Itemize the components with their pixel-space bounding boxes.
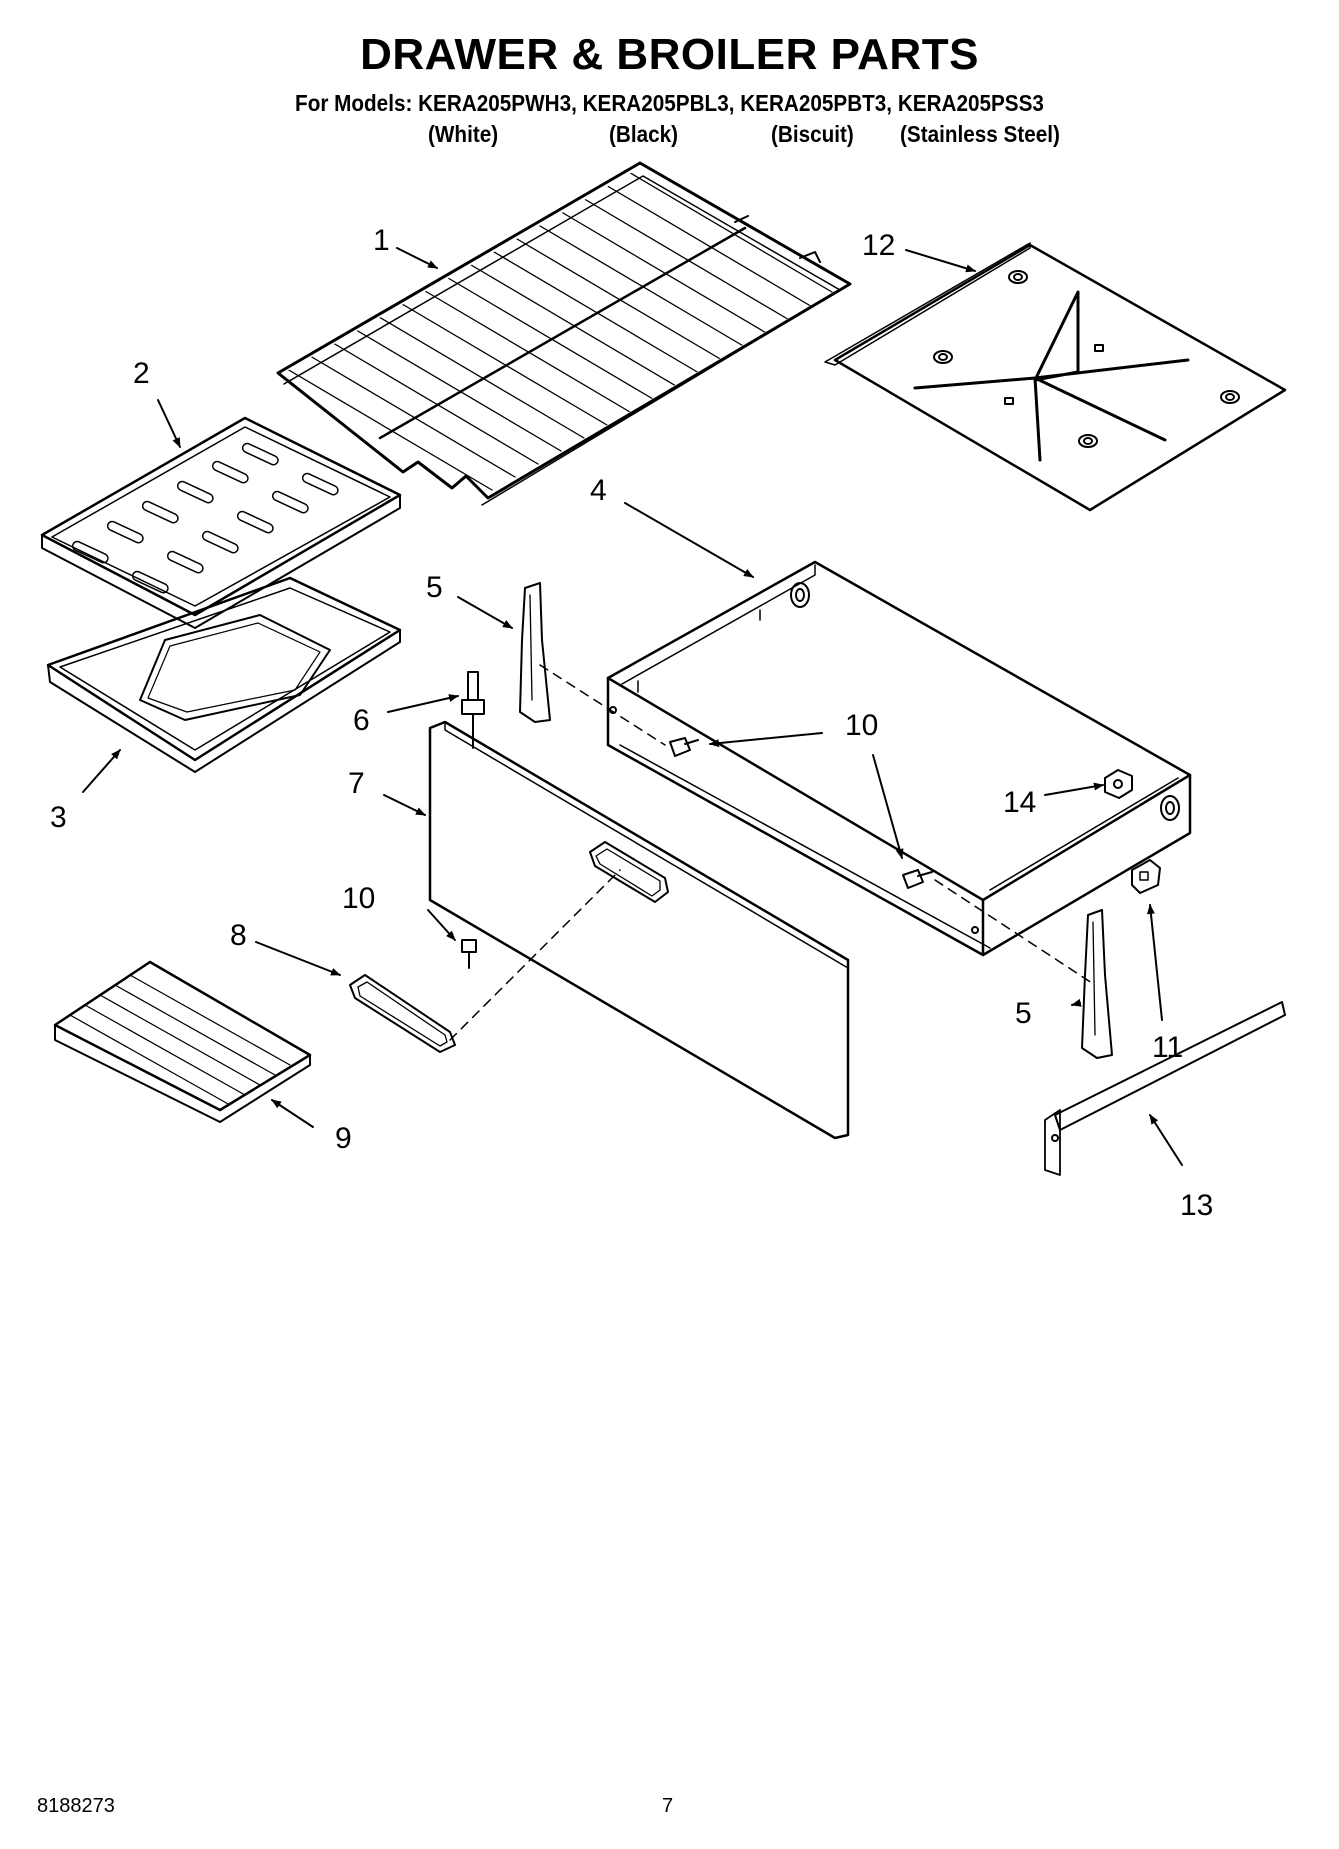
part-4-drawer-body <box>606 560 1192 957</box>
part-9-drawer-liner <box>53 960 312 1123</box>
callout-5a: 5 <box>426 571 443 604</box>
callout-9: 9 <box>335 1122 352 1155</box>
part-14-nut <box>1104 769 1133 799</box>
part-10-screw-b <box>902 869 933 889</box>
part-1-oven-rack <box>276 161 852 506</box>
callout-6: 6 <box>353 704 370 737</box>
callout-13: 13 <box>1180 1189 1213 1222</box>
part-6-stud <box>461 671 485 749</box>
variant-black: (Black) <box>609 121 679 147</box>
callout-10b: 10 <box>342 882 375 915</box>
callout-1: 1 <box>373 224 390 257</box>
page-number: 7 <box>662 1795 674 1817</box>
callout-10a: 10 <box>845 709 878 742</box>
variant-white: (White) <box>428 121 499 147</box>
part-13-side-rail <box>1044 1001 1286 1176</box>
part-7-drawer-front <box>428 720 850 1140</box>
leader-arrows <box>82 247 1183 1166</box>
callout-7: 7 <box>348 767 365 800</box>
part-12-plate <box>824 242 1287 512</box>
part-11-clip <box>1131 859 1161 894</box>
callout-2: 2 <box>133 357 150 390</box>
doc-number: 8188273 <box>37 1795 115 1817</box>
part-5-slide-left <box>519 582 551 723</box>
part-2-broiler-grid <box>40 416 402 629</box>
assembly-guide-lines <box>449 664 1096 1041</box>
callout-3: 3 <box>50 801 67 834</box>
models-line: For Models: KERA205PWH3, KERA205PBL3, KE… <box>295 90 1044 116</box>
callout-8: 8 <box>230 919 247 952</box>
part-5-slide-right <box>1081 909 1113 1059</box>
callout-12: 12 <box>862 229 895 262</box>
variant-biscuit: (Biscuit) <box>771 121 854 147</box>
variant-stainless-steel: (Stainless Steel) <box>900 121 1060 147</box>
callout-11: 11 <box>1152 1031 1183 1064</box>
callout-4: 4 <box>590 474 607 507</box>
callout-5b: 5 <box>1015 997 1032 1030</box>
part-10-screw-a <box>669 737 699 757</box>
part-8-handle-trim <box>349 974 456 1053</box>
part-3-broiler-pan <box>46 576 402 773</box>
callout-labels: 1 2 3 4 5 5 6 7 8 9 10 10 10 11 12 13 14 <box>50 224 1213 1222</box>
callout-14: 14 <box>1003 786 1036 819</box>
page-title: DRAWER & BROILER PARTS <box>360 30 979 79</box>
part-10-screw-c <box>461 939 477 969</box>
